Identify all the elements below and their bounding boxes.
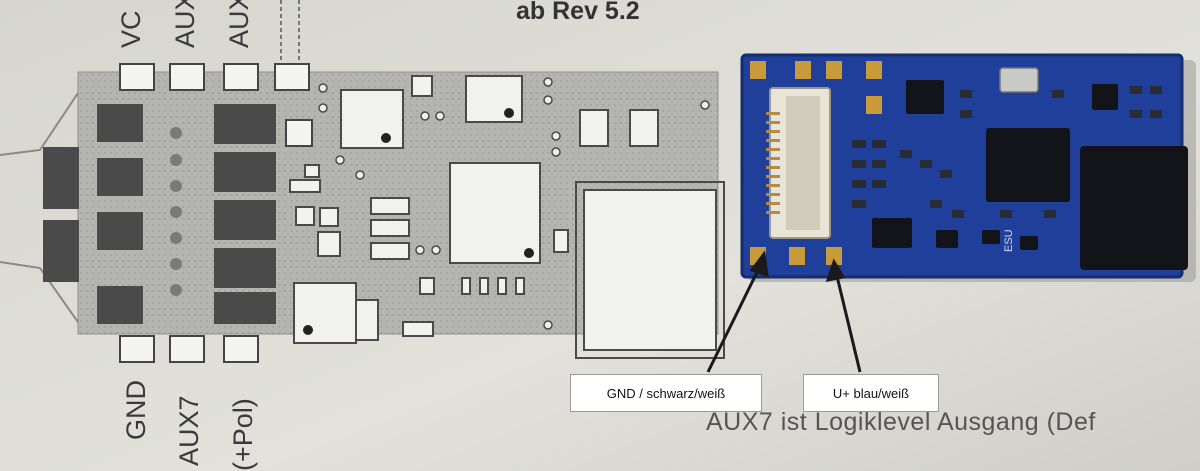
gnd-arrow [706, 261, 764, 373]
pad-vias [170, 127, 182, 296]
bottom-pin-labels: GND AUX7 (+Pol) [121, 380, 258, 471]
blue-pcb [742, 55, 1182, 277]
bottom-pin-pads [119, 335, 259, 363]
schematic-module [583, 189, 717, 351]
decoder-board-photo: ESU [740, 53, 1196, 282]
top-pin-pads [119, 63, 313, 147]
bottom-pin-label-gnd: GND [121, 380, 151, 440]
smd-components [852, 86, 1162, 218]
schematic-body-text: AUX7 ist Logiklevel Ausgang (Def [706, 408, 1096, 436]
top-pin-labels: VC AUX AUX [116, 0, 254, 48]
bottom-pin-label-pol: (+Pol) [228, 398, 258, 471]
bottom-pin-label-aux7: AUX7 [174, 395, 204, 466]
dashed-guides [280, 0, 300, 68]
callout-arrows [706, 250, 862, 373]
top-pin-label-vc: VC [116, 10, 146, 48]
uplus-callout: U+ blau/weiß [803, 374, 939, 412]
gnd-callout: GND / schwarz/weiß [570, 374, 762, 412]
schematic-vias [318, 77, 710, 330]
top-pin-label-aux-1: AUX [170, 0, 200, 48]
ribbon-connector [766, 87, 831, 239]
top-pin-label-aux-2: AUX [224, 0, 254, 48]
pad-strips [43, 104, 276, 324]
schematic-module-outline [575, 181, 725, 359]
revision-heading: ab Rev 5.2 [516, 0, 640, 25]
crystal [999, 67, 1039, 93]
uplus-arrow [834, 271, 862, 373]
board-marking: ESU [1003, 229, 1015, 252]
gold-pads-top [750, 61, 882, 114]
board-ics [872, 80, 1188, 270]
